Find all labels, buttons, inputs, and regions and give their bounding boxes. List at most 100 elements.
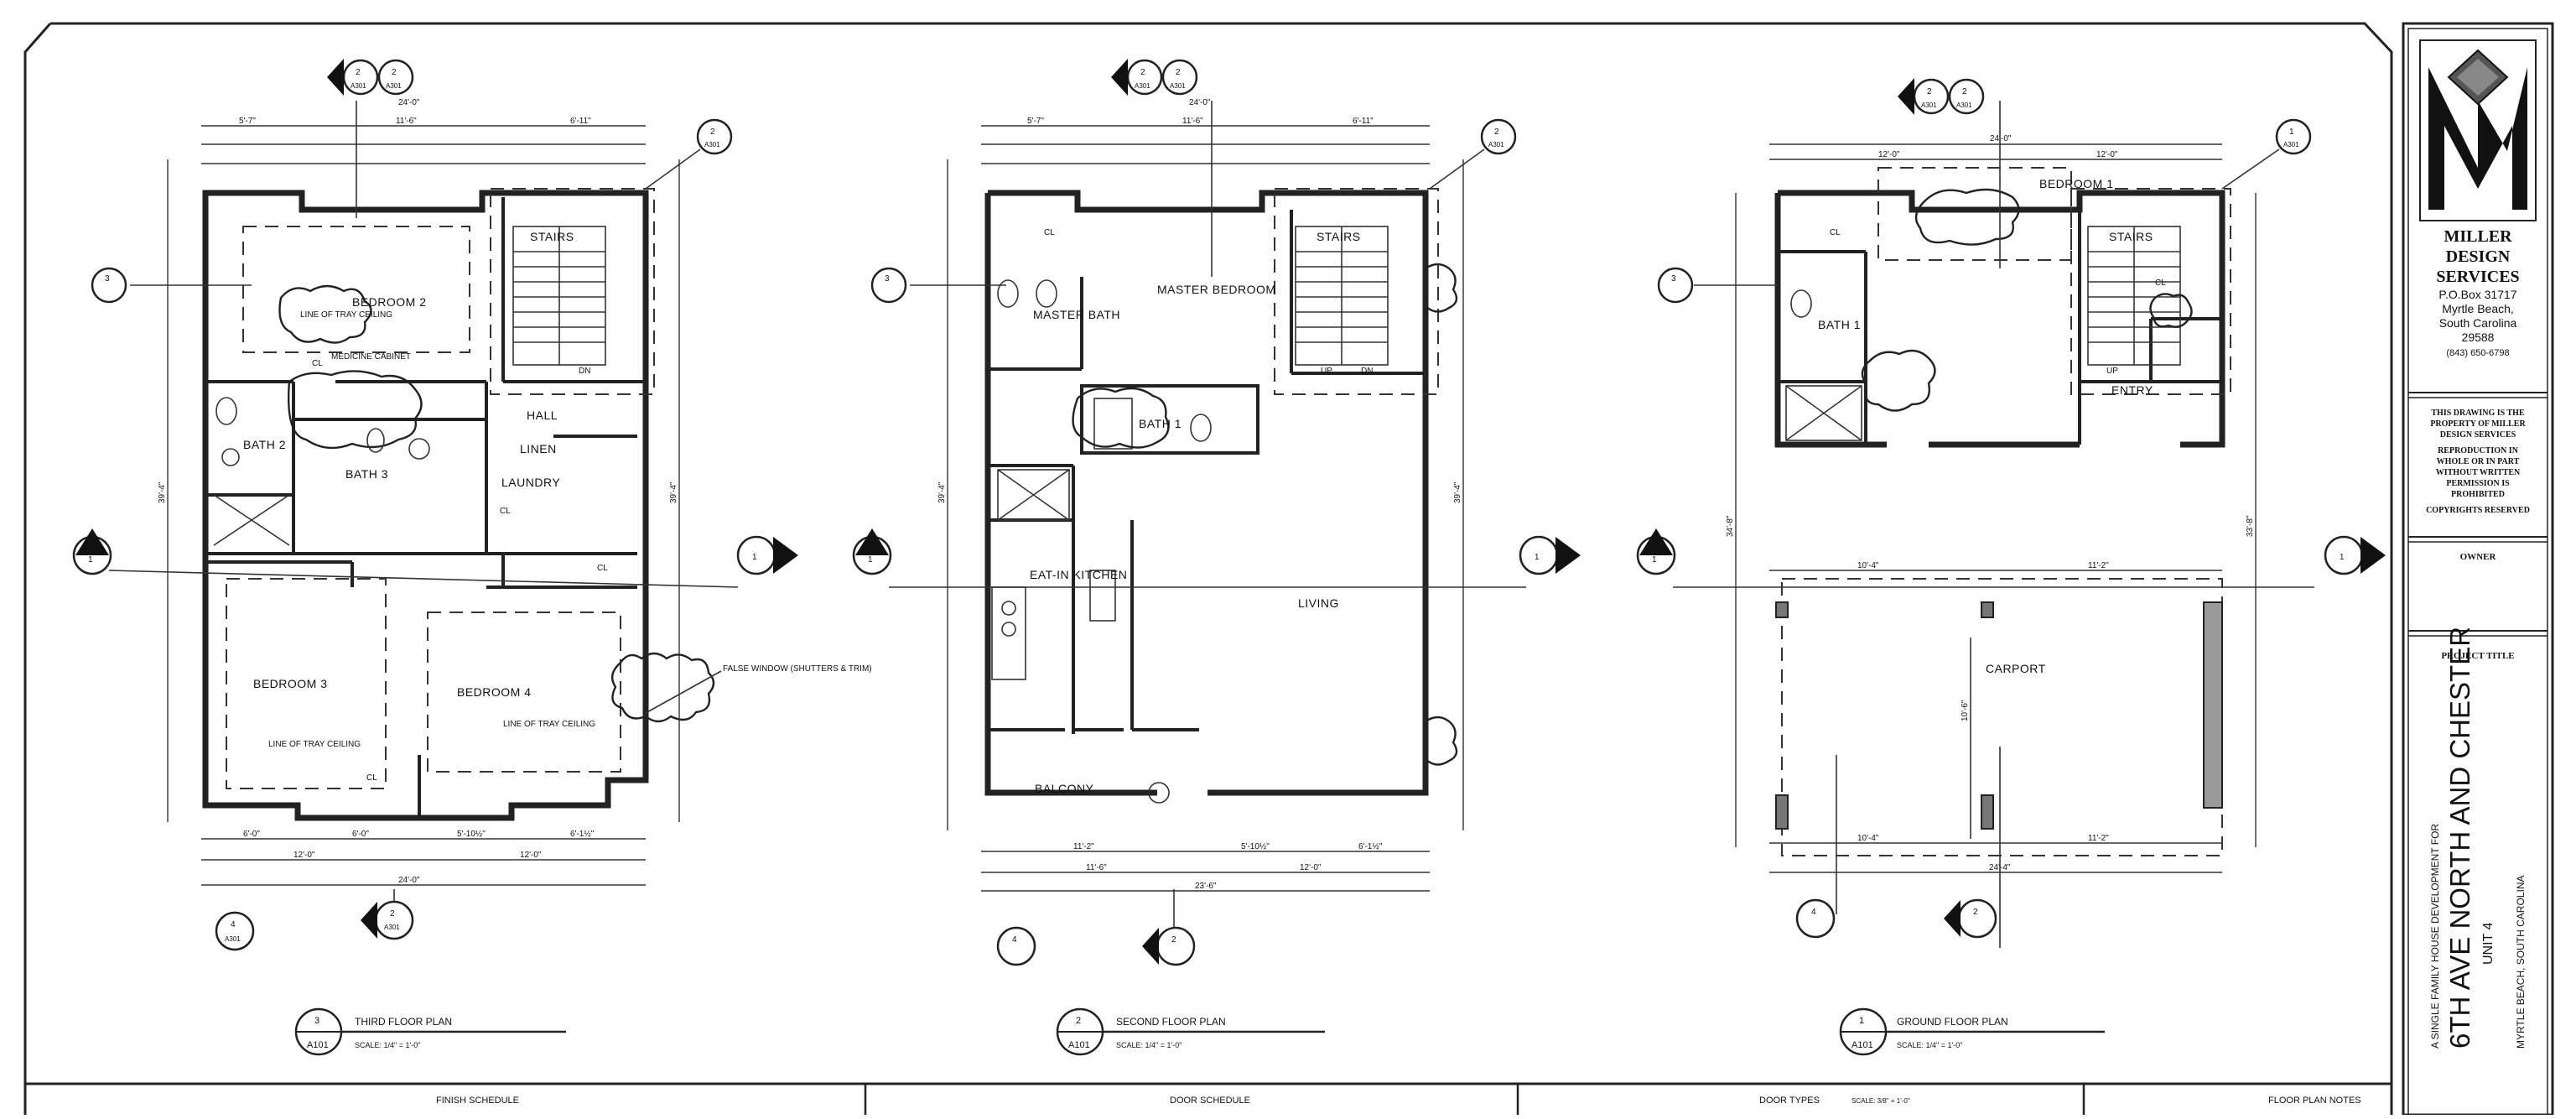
dim-right-overall: 39'-4" — [669, 481, 678, 503]
second-floor-plan: 24'-0" 5'-7" 11'-6" 6'-11" MASTER BEDROO… — [889, 98, 1526, 948]
schedule-strip: FINISH SCHEDULE DOOR SCHEDULE DOOR TYPES… — [25, 1082, 2392, 1115]
svg-text:11'-2": 11'-2" — [2088, 561, 2109, 570]
svg-text:REPRODUCTION IN: REPRODUCTION IN — [2438, 446, 2519, 455]
svg-text:2: 2 — [390, 909, 395, 919]
svg-text:2: 2 — [1494, 128, 1499, 137]
svg-text:1: 1 — [1535, 553, 1540, 562]
sheet-border — [23, 22, 2393, 1115]
svg-text:2: 2 — [1076, 1016, 1081, 1026]
room-bath-3: BATH 3 — [345, 467, 388, 481]
svg-text:24'-0": 24'-0" — [1990, 134, 2012, 143]
room-eat-in-kitchen: EAT-IN KITCHEN — [1030, 568, 1127, 581]
title-ground-floor: GROUND FLOOR PLAN — [1897, 1016, 2008, 1028]
svg-text:A301: A301 — [1956, 101, 1972, 109]
room-bedroom-4: BEDROOM 4 — [457, 685, 532, 699]
dim-top-overall: 24'-0" — [398, 98, 420, 107]
svg-text:2: 2 — [1171, 935, 1176, 945]
svg-text:10'-4": 10'-4" — [1857, 561, 1879, 570]
room-balcony: BALCONY — [1035, 782, 1094, 795]
svg-text:PERMISSION IS: PERMISSION IS — [2446, 479, 2510, 488]
third-floor-title: 3 A101 THIRD FLOOR PLAN SCALE: 1/4" = 1'… — [294, 1007, 566, 1056]
svg-text:South Carolina: South Carolina — [2439, 316, 2517, 330]
company-name-3: SERVICES — [2436, 268, 2519, 286]
svg-text:2: 2 — [1140, 68, 1145, 77]
label-closet-2: CL — [500, 507, 511, 516]
svg-text:3: 3 — [314, 1016, 319, 1026]
room-master-bedroom: MASTER BEDROOM — [1157, 283, 1276, 296]
section-marker-left-mid-3: 1 — [72, 528, 112, 575]
room-stairs-3: STAIRS — [530, 230, 574, 243]
svg-text:6'-11": 6'-11" — [1353, 117, 1374, 126]
svg-text:A301: A301 — [1921, 101, 1937, 109]
svg-text:5'-10½": 5'-10½" — [1241, 842, 1270, 851]
svg-text:A101: A101 — [307, 1040, 329, 1050]
svg-text:6'-1½": 6'-1½" — [1358, 842, 1383, 851]
svg-text:4: 4 — [231, 920, 236, 929]
svg-text:1: 1 — [1859, 1016, 1864, 1026]
svg-text:1: 1 — [1652, 555, 1657, 565]
room-bedroom-3: BEDROOM 3 — [253, 677, 328, 690]
svg-text:SCALE: 1/4" = 1'-0": SCALE: 1/4" = 1'-0" — [1897, 1041, 1962, 1049]
dim-top-a: 5'-7" — [239, 117, 256, 126]
svg-text:Myrtle Beach,: Myrtle Beach, — [2442, 302, 2514, 315]
finish-schedule-label: FINISH SCHEDULE — [436, 1096, 519, 1106]
room-bath-2: BATH 2 — [243, 438, 286, 451]
title-third-floor: THIRD FLOOR PLAN — [355, 1016, 452, 1028]
second-floor-title: 2 A101 SECOND FLOOR PLAN SCALE: 1/4" = 1… — [1056, 1007, 1325, 1056]
svg-text:2: 2 — [356, 68, 361, 77]
svg-text:PROPERTY OF MILLER: PROPERTY OF MILLER — [2430, 419, 2526, 429]
dim-bot-a: 6'-0" — [243, 830, 260, 839]
project-location: MYRTLE BEACH, SOUTH CAROLINA — [2515, 876, 2527, 1049]
note-false-window: FALSE WINDOW (SHUTTERS & TRIM) — [723, 664, 872, 674]
floor-plan-notes-label: FLOOR PLAN NOTES — [2268, 1096, 2361, 1106]
svg-text:CL: CL — [2155, 278, 2166, 288]
svg-text:4: 4 — [1012, 935, 1017, 945]
dim-bot-overall: 24'-0" — [398, 876, 420, 885]
room-bath-1-2nd: BATH 1 — [1139, 417, 1182, 430]
project-title-label: PROJECT TITLE — [2441, 651, 2514, 661]
room-laundry: LAUNDRY — [501, 476, 560, 489]
svg-text:SCALE: 1/4" = 1'-0": SCALE: 1/4" = 1'-0" — [355, 1041, 420, 1049]
dim-bot-e: 12'-0" — [293, 851, 315, 860]
svg-text:1: 1 — [752, 553, 757, 562]
svg-text:2: 2 — [1927, 87, 1932, 96]
note-tray-ceiling-2: LINE OF TRAY CEILING — [503, 720, 595, 729]
room-entry: ENTRY — [2111, 383, 2153, 397]
svg-text:SCALE: 1/4" = 1'-0": SCALE: 1/4" = 1'-0" — [1116, 1041, 1182, 1049]
svg-text:UP: UP — [2106, 367, 2118, 376]
room-hall: HALL — [527, 409, 558, 422]
svg-text:P.O.Box 31717: P.O.Box 31717 — [2438, 288, 2516, 301]
section-marker-left-3: 3 — [91, 267, 127, 304]
svg-text:39'-4": 39'-4" — [937, 481, 947, 503]
svg-text:A301: A301 — [704, 141, 720, 148]
dim-bot-c: 5'-10½" — [457, 830, 486, 839]
svg-text:A301: A301 — [1135, 82, 1150, 90]
svg-text:A101: A101 — [1068, 1040, 1090, 1050]
svg-text:CL: CL — [1830, 228, 1841, 237]
label-closet-4: CL — [366, 773, 377, 783]
svg-text:THIS DRAWING IS THE: THIS DRAWING IS THE — [2431, 409, 2525, 418]
note-tray-ceiling-3: LINE OF TRAY CEILING — [268, 740, 361, 749]
svg-text:5'-7": 5'-7" — [1027, 117, 1044, 126]
third-floor-plan: 24'-0" 5'-7" 11'-6" 6'-11" BEDROOM 2 — [108, 98, 872, 923]
door-types-label: DOOR TYPES — [1759, 1096, 1820, 1106]
svg-text:23'-6": 23'-6" — [1195, 882, 1217, 891]
svg-text:24'-0": 24'-0" — [1189, 98, 1211, 107]
project-name: 6TH AVE NORTH AND CHESTER — [2444, 627, 2475, 1049]
svg-text:3: 3 — [105, 274, 110, 284]
svg-text:29588: 29588 — [2462, 330, 2495, 344]
room-bedroom-1: BEDROOM 1 — [2039, 177, 2114, 190]
label-closet-3: CL — [597, 564, 608, 573]
svg-text:2: 2 — [1962, 87, 1967, 96]
svg-text:33'-8": 33'-8" — [2246, 515, 2255, 537]
dim-top-c: 6'-11" — [570, 117, 591, 126]
svg-text:COPYRIGHTS RESERVED: COPYRIGHTS RESERVED — [2426, 506, 2530, 515]
room-stairs-2: STAIRS — [1317, 230, 1361, 243]
room-bedroom-2: BEDROOM 2 — [352, 295, 427, 309]
svg-text:A101: A101 — [1852, 1040, 1873, 1050]
